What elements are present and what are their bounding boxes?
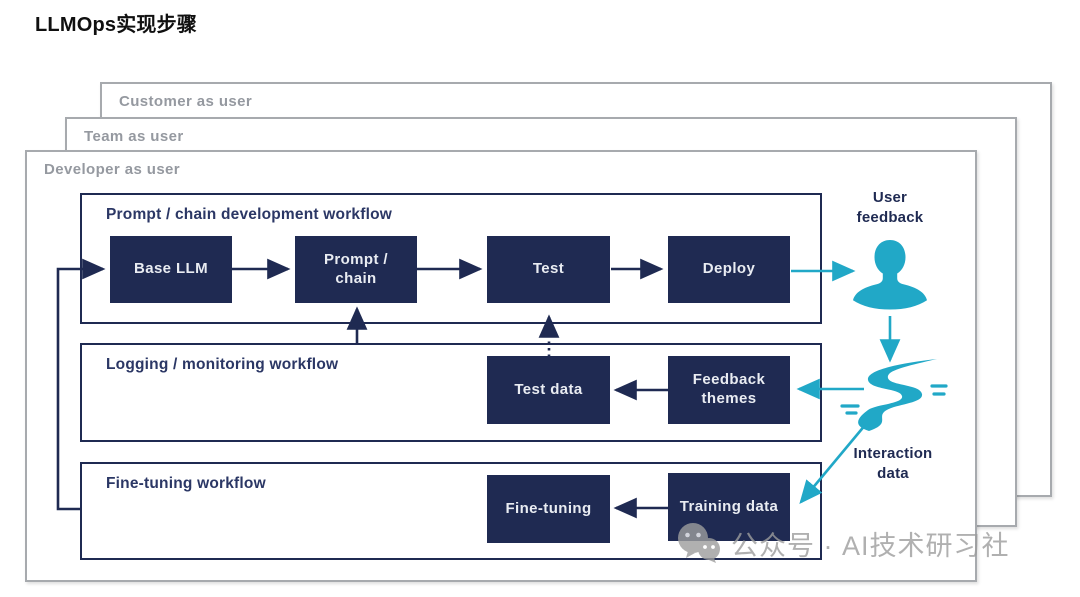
user-feedback-label: User feedback <box>856 189 924 227</box>
node-base-llm: Base LLM <box>110 236 232 303</box>
data-stream-icon <box>840 359 948 431</box>
panel-customer-label: Customer as user <box>119 93 253 110</box>
node-prompt-chain: Prompt / chain <box>295 236 417 303</box>
wechat-icon <box>678 523 720 563</box>
user-silhouette-icon <box>853 240 927 310</box>
workflow-title: Fine-tuning workflow <box>106 475 266 492</box>
node-feedback-themes: Feedback themes <box>668 356 790 424</box>
workflow-title: Logging / monitoring workflow <box>106 356 339 373</box>
node-test-data: Test data <box>487 356 610 424</box>
watermark: 公众号 · AI技术研习社 <box>676 522 1010 564</box>
node-deploy: Deploy <box>668 236 790 303</box>
node-fine-tuning: Fine-tuning <box>487 475 610 543</box>
workflow-title: Prompt / chain development workflow <box>106 206 393 223</box>
interaction-data-label: Interaction data <box>853 445 933 483</box>
node-test: Test <box>487 236 610 303</box>
panel-team-label: Team as user <box>84 128 184 145</box>
page-title: LLMOps实现步骤 <box>35 14 197 36</box>
panel-developer-label: Developer as user <box>44 161 181 178</box>
watermark-text: 公众号 · AI技术研习社 <box>731 530 1010 561</box>
